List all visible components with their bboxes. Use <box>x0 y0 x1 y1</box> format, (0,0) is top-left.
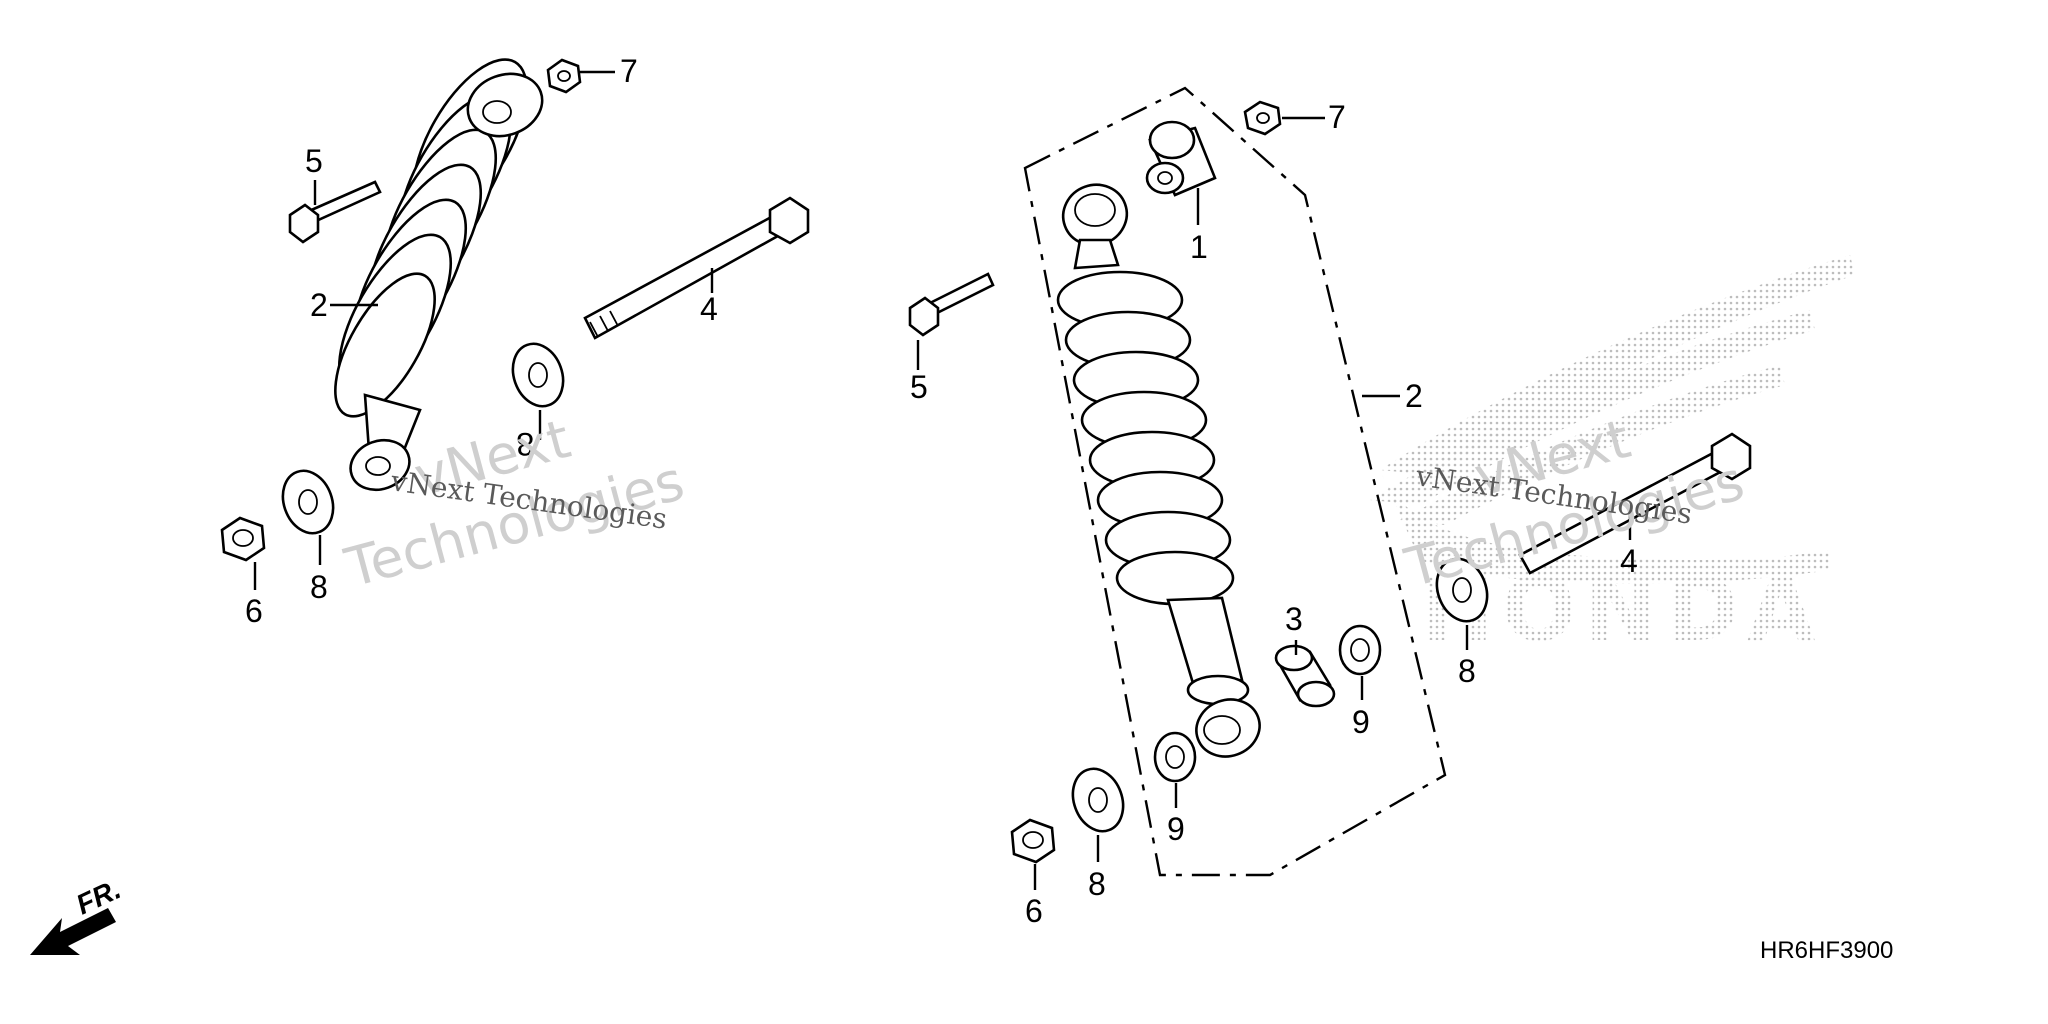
left-bolt-5 <box>288 180 382 244</box>
right-label-8-lower: 8 <box>1088 866 1106 902</box>
right-washer-8-lower <box>1071 767 1125 833</box>
right-label-5: 5 <box>910 369 928 405</box>
right-long-bolt-4 <box>1518 432 1752 575</box>
left-label-6: 6 <box>245 593 263 629</box>
left-bottom-eye <box>349 438 411 492</box>
right-label-9-lower: 9 <box>1167 811 1185 847</box>
right-bushing-1 <box>1145 120 1217 197</box>
right-label-3: 3 <box>1285 601 1303 637</box>
right-label-9-upper: 9 <box>1352 704 1370 740</box>
left-flange-nut-6 <box>220 516 266 562</box>
right-spacer-9-lower <box>1153 731 1197 783</box>
left-top-eye <box>466 72 544 138</box>
honda-wing-logo: HONDA <box>1370 255 1855 661</box>
right-label-2: 2 <box>1405 378 1423 414</box>
left-label-8-upper: 8 <box>516 426 534 462</box>
left-long-bolt-4 <box>583 196 810 340</box>
right-bolt-5 <box>908 272 995 337</box>
right-spacer-9-upper <box>1338 624 1382 676</box>
front-arrow: FR. <box>30 873 125 955</box>
right-flange-nut-6 <box>1010 818 1056 864</box>
diagram-code: HR6HF3900 <box>1760 937 1893 964</box>
right-label-4: 4 <box>1620 543 1638 579</box>
right-label-1: 1 <box>1190 229 1208 265</box>
right-nut-7 <box>1243 100 1282 136</box>
right-label-7: 7 <box>1328 99 1346 135</box>
honda-logo-text: HONDA <box>1420 558 1823 661</box>
right-label-6: 6 <box>1025 893 1043 929</box>
left-washer-8-lower <box>281 469 335 535</box>
left-label-2: 2 <box>310 287 328 323</box>
right-label-8-upper: 8 <box>1458 653 1476 689</box>
left-label-4: 4 <box>700 291 718 327</box>
right-spring <box>1056 270 1235 606</box>
left-label-8-lower: 8 <box>310 569 328 605</box>
left-washer-8-upper <box>511 342 565 408</box>
left-label-7: 7 <box>620 53 638 89</box>
left-shock-assembly <box>334 58 544 492</box>
front-arrow-icon <box>30 908 116 955</box>
right-washer-8-upper <box>1435 557 1489 623</box>
left-nut-7 <box>546 58 582 94</box>
right-collar-3 <box>1274 644 1336 708</box>
right-damper-body <box>1166 596 1244 692</box>
right-shock-assembly <box>1056 183 1261 758</box>
right-assembly-outline <box>1023 86 1447 877</box>
right-leader-lines <box>916 116 1632 890</box>
left-leader-lines <box>253 70 714 590</box>
front-arrow-label: FR. <box>71 873 125 920</box>
left-label-5: 5 <box>305 143 323 179</box>
